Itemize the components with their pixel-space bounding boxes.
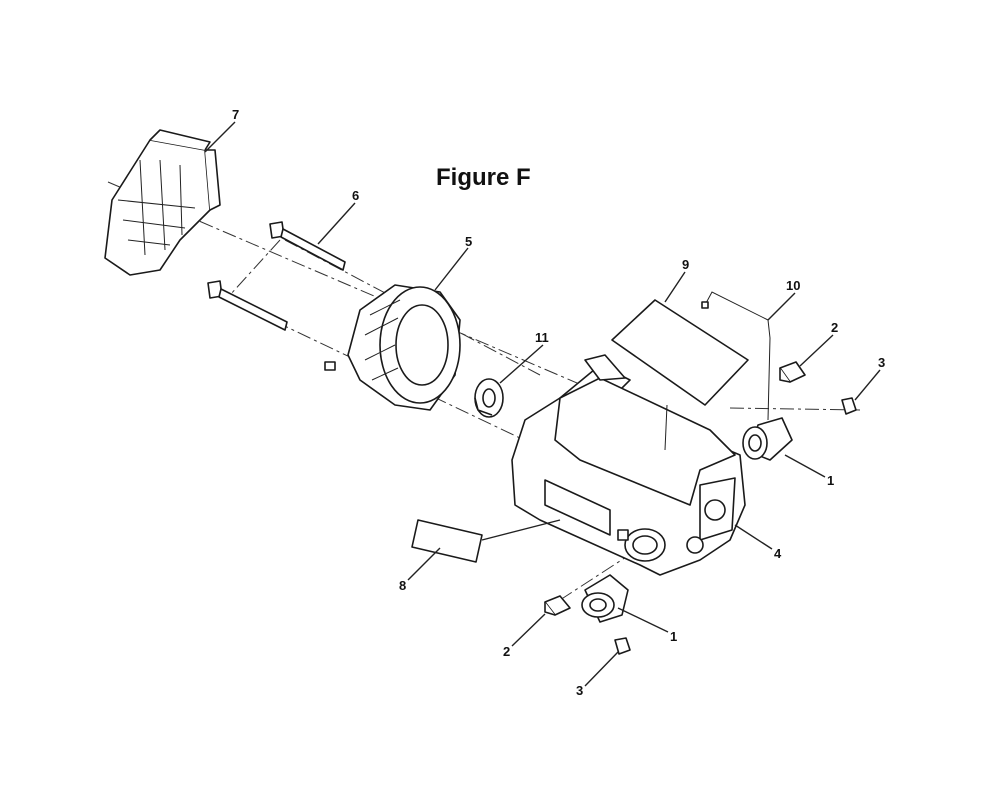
callout-5: 5 xyxy=(465,234,472,249)
callout-2-right: 2 xyxy=(831,320,838,335)
part-7-fan-shroud xyxy=(104,129,221,276)
callout-10: 10 xyxy=(786,278,800,293)
callout-8: 8 xyxy=(399,578,406,593)
callout-7: 7 xyxy=(232,107,239,122)
callout-4: 4 xyxy=(774,546,782,561)
leader-lines xyxy=(204,121,881,687)
part-1-brush-holder-bottom xyxy=(581,574,629,623)
callout-11: 11 xyxy=(535,330,549,345)
part-4-motor-housing xyxy=(511,354,746,576)
callout-3-bottom: 3 xyxy=(576,683,583,698)
part-9-label xyxy=(611,299,749,451)
callout-1-bottom: 1 xyxy=(670,629,677,644)
part-6-bolts xyxy=(207,221,346,331)
callout-2-bottom: 2 xyxy=(503,644,510,659)
callout-3-right: 3 xyxy=(878,355,885,370)
part-2-brush-right xyxy=(779,361,806,383)
part-2-brush-bottom xyxy=(544,595,571,616)
part-3-cap-right xyxy=(841,397,857,415)
callout-6: 6 xyxy=(352,188,359,203)
part-5-stator xyxy=(324,284,461,411)
part-3-cap-bottom xyxy=(614,637,631,655)
part-8-label xyxy=(411,519,483,563)
figure-title: Figure F xyxy=(436,164,531,191)
callout-numbers: 7 6 5 11 9 10 2 3 1 4 8 1 2 3 xyxy=(232,107,885,698)
callout-1-right: 1 xyxy=(827,473,834,488)
part-1-brush-holder-right xyxy=(742,417,793,461)
callout-9: 9 xyxy=(682,257,689,272)
part-11-bearing xyxy=(474,378,504,418)
